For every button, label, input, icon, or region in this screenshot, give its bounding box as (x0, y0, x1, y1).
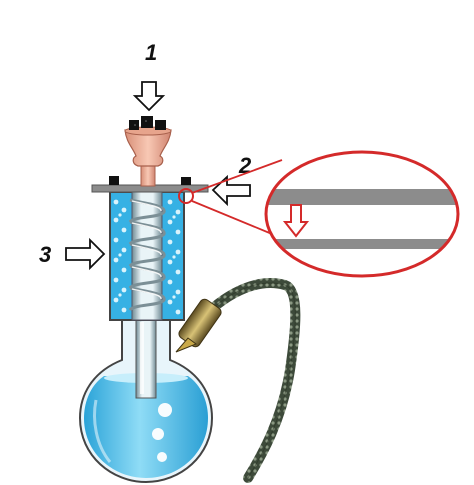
label-3: 3 (39, 242, 51, 267)
coals (129, 116, 166, 130)
bubble (152, 428, 164, 440)
label-1: 1 (145, 40, 157, 65)
bowl (124, 126, 172, 167)
down-arrow-icon (282, 204, 310, 238)
tray-layer-bottom (266, 239, 458, 249)
hose-connector (175, 298, 222, 353)
bubble (157, 452, 167, 462)
down-arrow-icon (132, 81, 166, 112)
leader-line (191, 200, 273, 235)
downstem (135, 317, 157, 399)
marker-circle (178, 188, 194, 204)
left-arrow-icon (211, 174, 251, 207)
right-arrow-icon (65, 237, 106, 271)
cooling-chamber (109, 191, 185, 321)
hose-outline (201, 282, 296, 479)
spiral-coil (128, 198, 166, 312)
bubble (158, 403, 172, 417)
magnifier-circle (264, 150, 460, 278)
leader-line (191, 159, 283, 194)
ice-dots (113, 199, 181, 315)
tray-layer-top (266, 189, 458, 205)
